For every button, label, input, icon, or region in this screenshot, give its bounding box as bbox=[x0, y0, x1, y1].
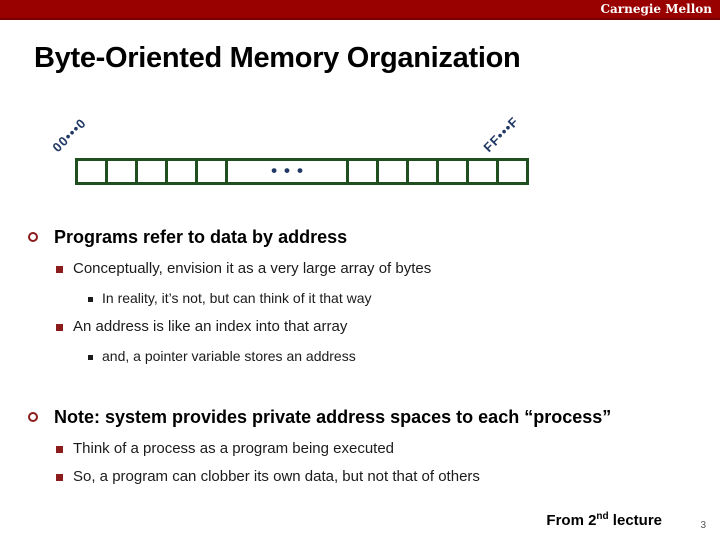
bullet-row: Conceptually, envision it as a very larg… bbox=[0, 260, 720, 277]
bullet-text: In reality, it’s not, but can think of i… bbox=[102, 290, 372, 306]
bullet-row: In reality, it’s not, but can think of i… bbox=[0, 290, 720, 306]
memory-cell bbox=[138, 161, 168, 182]
bullet-row: So, a program can clobber its own data, … bbox=[0, 468, 720, 485]
bullet-text: So, a program can clobber its own data, … bbox=[73, 468, 480, 485]
square-bullet-icon bbox=[56, 446, 63, 453]
memory-cell bbox=[108, 161, 138, 182]
header-bar: Carnegie Mellon bbox=[0, 0, 720, 20]
bullet-row: Think of a process as a program being ex… bbox=[0, 440, 720, 457]
footer-source: From 2nd lecture bbox=[546, 511, 662, 529]
memory-cell bbox=[409, 161, 439, 182]
square-bullet-icon bbox=[56, 324, 63, 331]
footer-source-suffix: lecture bbox=[608, 512, 662, 529]
bullet-row: Programs refer to data by address bbox=[0, 227, 720, 248]
square-bullet-icon bbox=[56, 474, 63, 481]
bullet-row: An address is like an index into that ar… bbox=[0, 318, 720, 335]
sub-square-bullet-icon bbox=[88, 355, 93, 360]
footer-source-superscript: nd bbox=[596, 511, 609, 522]
memory-cell bbox=[78, 161, 108, 182]
sub-square-bullet-icon bbox=[88, 297, 93, 302]
memory-cell bbox=[379, 161, 409, 182]
memory-array-diagram: ••• bbox=[75, 158, 529, 185]
memory-cell bbox=[168, 161, 198, 182]
memory-cell bbox=[439, 161, 469, 182]
bullet-row: Note: system provides private address sp… bbox=[0, 407, 720, 428]
memory-cell bbox=[469, 161, 499, 182]
bullet-text: Note: system provides private address sp… bbox=[54, 407, 612, 427]
brand-wordmark: Carnegie Mellon bbox=[600, 2, 712, 16]
bullet-text: Conceptually, envision it as a very larg… bbox=[73, 260, 432, 277]
high-address-label: FF•••F bbox=[480, 113, 522, 155]
bullet-text: Think of a process as a program being ex… bbox=[73, 440, 395, 457]
footer-source-prefix: From 2 bbox=[546, 512, 597, 529]
square-bullet-icon bbox=[56, 266, 63, 273]
memory-cell-ellipsis: ••• bbox=[228, 161, 349, 182]
low-address-label: 00•••0 bbox=[49, 115, 90, 155]
circle-bullet-icon bbox=[28, 412, 38, 422]
memory-cell bbox=[499, 161, 526, 182]
bullet-row: and, a pointer variable stores an addres… bbox=[0, 348, 720, 364]
bullet-text: An address is like an index into that ar… bbox=[73, 318, 348, 335]
circle-bullet-icon bbox=[28, 232, 38, 242]
bullet-text: and, a pointer variable stores an addres… bbox=[102, 348, 356, 364]
memory-cell bbox=[198, 161, 228, 182]
page-title: Byte-Oriented Memory Organization bbox=[34, 42, 521, 74]
page-number: 3 bbox=[700, 520, 706, 531]
memory-cell bbox=[349, 161, 379, 182]
bullet-text: Programs refer to data by address bbox=[54, 227, 348, 247]
ellipsis-dots-icon: ••• bbox=[271, 160, 310, 180]
